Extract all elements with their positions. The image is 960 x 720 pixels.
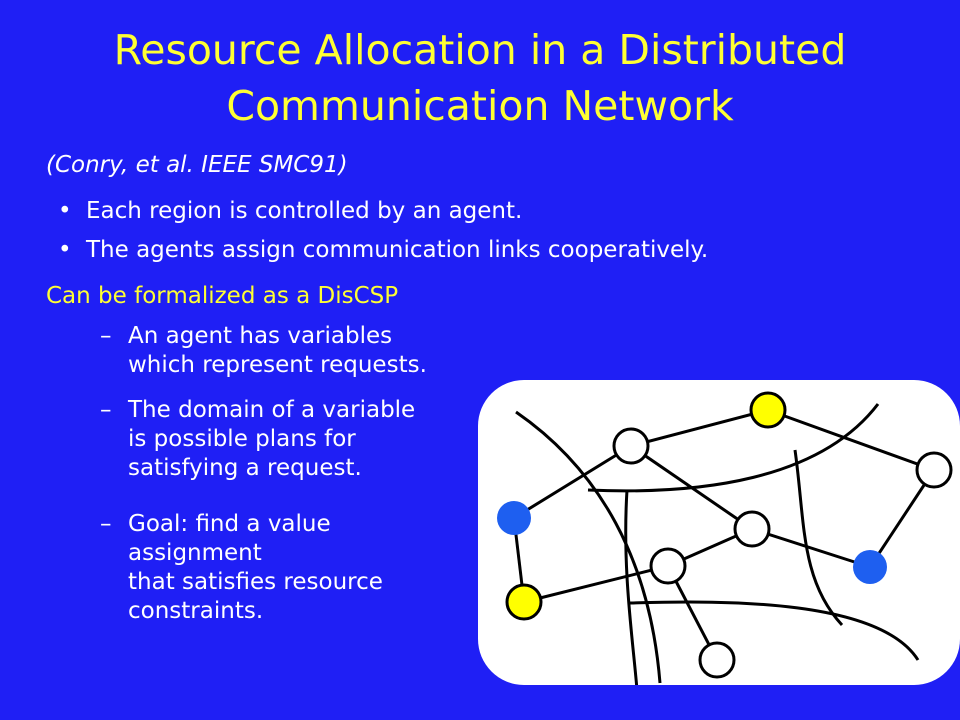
- sub-item-1-line-1: An agent has variables: [128, 323, 393, 349]
- node-white: [698, 641, 736, 679]
- link: [767, 408, 935, 472]
- network-nodes: [505, 391, 953, 679]
- link: [751, 527, 871, 569]
- subheading: Can be formalized as a DisCSP: [46, 283, 399, 309]
- dash-icon: –: [100, 511, 112, 537]
- link: [630, 444, 753, 531]
- region-boundary-1: [515, 410, 662, 684]
- sub-item-2-line-1: The domain of a variable: [128, 397, 416, 423]
- node-yellow: [749, 391, 787, 429]
- region-boundary-2: [587, 403, 880, 493]
- node-white: [649, 547, 687, 585]
- node-blue: [853, 550, 887, 584]
- citation: (Conry, et al. IEEE SMC91): [46, 152, 348, 178]
- slide-title-line-2: Communication Network: [226, 82, 734, 130]
- link: [523, 564, 669, 604]
- bullet-item-2: The agents assign communication links co…: [86, 237, 709, 263]
- node-white: [915, 451, 953, 489]
- node-blue: [497, 501, 531, 535]
- network-diagram: [478, 380, 960, 685]
- node-white: [612, 427, 650, 465]
- node-yellow: [505, 583, 543, 621]
- bullet-dot-icon: •: [58, 198, 72, 224]
- sub-item-2-line-2: is possible plans for: [128, 426, 356, 452]
- link: [630, 408, 769, 448]
- sub-item-1-line-2: which represent requests.: [128, 352, 427, 378]
- link: [513, 444, 632, 520]
- sub-item-3-line-2: assignment: [128, 540, 262, 566]
- slide-title-line-1: Resource Allocation in a Distributed: [113, 26, 847, 74]
- slide-title: Resource Allocation in a Distributed Com…: [40, 22, 920, 134]
- diagram-panel: [478, 380, 960, 685]
- sub-item-3-line-4: constraints.: [128, 598, 264, 624]
- sub-item-3-line-1: Goal: find a value: [128, 511, 331, 537]
- bullet-dot-icon: •: [58, 237, 72, 263]
- link: [868, 469, 936, 568]
- bullet-item-1: Each region is controlled by an agent.: [86, 198, 523, 224]
- region-boundary-4: [624, 489, 639, 685]
- node-white: [733, 510, 771, 548]
- network-nodes-blue: [497, 501, 887, 584]
- dash-icon: –: [100, 397, 112, 423]
- sub-item-3-line-3: that satisfies resource: [128, 569, 383, 595]
- dash-icon: –: [100, 323, 112, 349]
- sub-item-2-line-3: satisfying a request.: [128, 455, 362, 481]
- region-boundary-5: [629, 600, 920, 661]
